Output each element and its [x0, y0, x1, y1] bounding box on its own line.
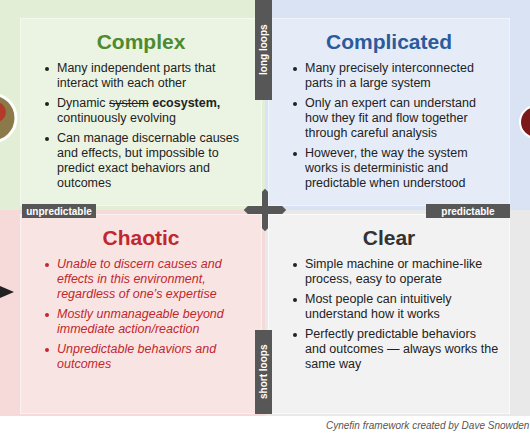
bullet-text: Dynamic system ecosystem, continuously e…	[57, 96, 251, 126]
bullet-dot	[293, 263, 297, 267]
bullet-text: Unable to discern causes and effects in …	[57, 257, 251, 302]
bullet-text: Only an expert can understand how they f…	[305, 96, 499, 141]
photo-circle	[520, 106, 530, 138]
domain-title: Clear	[289, 225, 499, 251]
complicated-zone	[265, 0, 530, 210]
domain-box: ComplexMany independent parts that inter…	[20, 18, 262, 206]
bullet-text: Perfectly predictable behaviors and outc…	[305, 327, 499, 372]
bullet-text: Most people can intuitively understand h…	[305, 292, 499, 322]
domain-box: ComplicatedMany precisely interconnected…	[268, 18, 510, 206]
bullet-row: Mostly unmanageable beyond immediate act…	[41, 307, 251, 337]
bullet-row: Most people can intuitively understand h…	[289, 292, 499, 322]
bullet-row: Unpredictable behaviors and outcomes	[41, 342, 251, 372]
bullet-dot	[293, 102, 297, 106]
bullet-word: Dynamic	[57, 96, 106, 110]
bullet-row: Many precisely interconnected parts in a…	[289, 61, 499, 91]
bullet-text: Many independent parts that interact wit…	[57, 61, 251, 91]
bullet-text: Many precisely interconnected parts in a…	[305, 61, 499, 91]
domain-title: Chaotic	[41, 225, 251, 251]
bullet-dot	[293, 333, 297, 337]
bullet-dot	[293, 298, 297, 302]
bullet-text: Mostly unmanageable beyond immediate act…	[57, 307, 251, 337]
photo-circle	[0, 94, 16, 142]
axis-tag: predictable	[426, 204, 510, 218]
bullet-dot	[293, 67, 297, 71]
bullet-dot	[45, 67, 49, 71]
bullet-text: Simple machine or machine-like process, …	[305, 257, 499, 287]
bullet-row: Simple machine or machine-like process, …	[289, 257, 499, 287]
photo-detail	[0, 102, 6, 122]
bullet-dot	[45, 348, 49, 352]
bullet-word: evolving	[130, 111, 176, 125]
bullet-text: Can manage discernable causes and effect…	[57, 131, 251, 191]
domain-box: ClearSimple machine or machine-like proc…	[268, 214, 510, 414]
bullet-word: ecosystem,	[152, 96, 220, 110]
bullet-dot	[45, 263, 49, 267]
bullet-row: Many independent parts that interact wit…	[41, 61, 251, 91]
clear-zone	[265, 210, 530, 442]
axis-tag: short loops	[255, 330, 272, 414]
bullet-text: Unpredictable behaviors and outcomes	[57, 342, 251, 372]
bullet-text: However, the way the system works is det…	[305, 146, 499, 191]
domain-box: ChaoticUnable to discern causes and effe…	[20, 214, 262, 414]
bullet-word: continuously	[57, 111, 127, 125]
footer-strip	[0, 416, 530, 442]
axis-tag: unpredictable	[22, 204, 96, 218]
arrow-symbol	[0, 286, 14, 298]
bullet-row: Can manage discernable causes and effect…	[41, 131, 251, 191]
bullet-row: Unable to discern causes and effects in …	[41, 257, 251, 302]
domain-title: Complicated	[289, 29, 499, 55]
axis-tag: long loops	[255, 0, 272, 100]
bullet-dot	[45, 102, 49, 106]
complex-zone	[0, 0, 265, 210]
bullet-row: However, the way the system works is det…	[289, 146, 499, 191]
domain-title: Complex	[41, 29, 251, 55]
bullet-row: Only an expert can understand how they f…	[289, 96, 499, 141]
chaotic-zone	[0, 210, 265, 442]
caption: Cynefin framework created by Dave Snowde…	[326, 420, 529, 431]
bullet-row: Dynamic system ecosystem, continuously e…	[41, 96, 251, 126]
bullet-word: system	[109, 96, 149, 110]
bullet-dot	[45, 313, 49, 317]
bullet-row: Perfectly predictable behaviors and outc…	[289, 327, 499, 372]
bullet-dot	[45, 137, 49, 141]
bullet-dot	[293, 152, 297, 156]
